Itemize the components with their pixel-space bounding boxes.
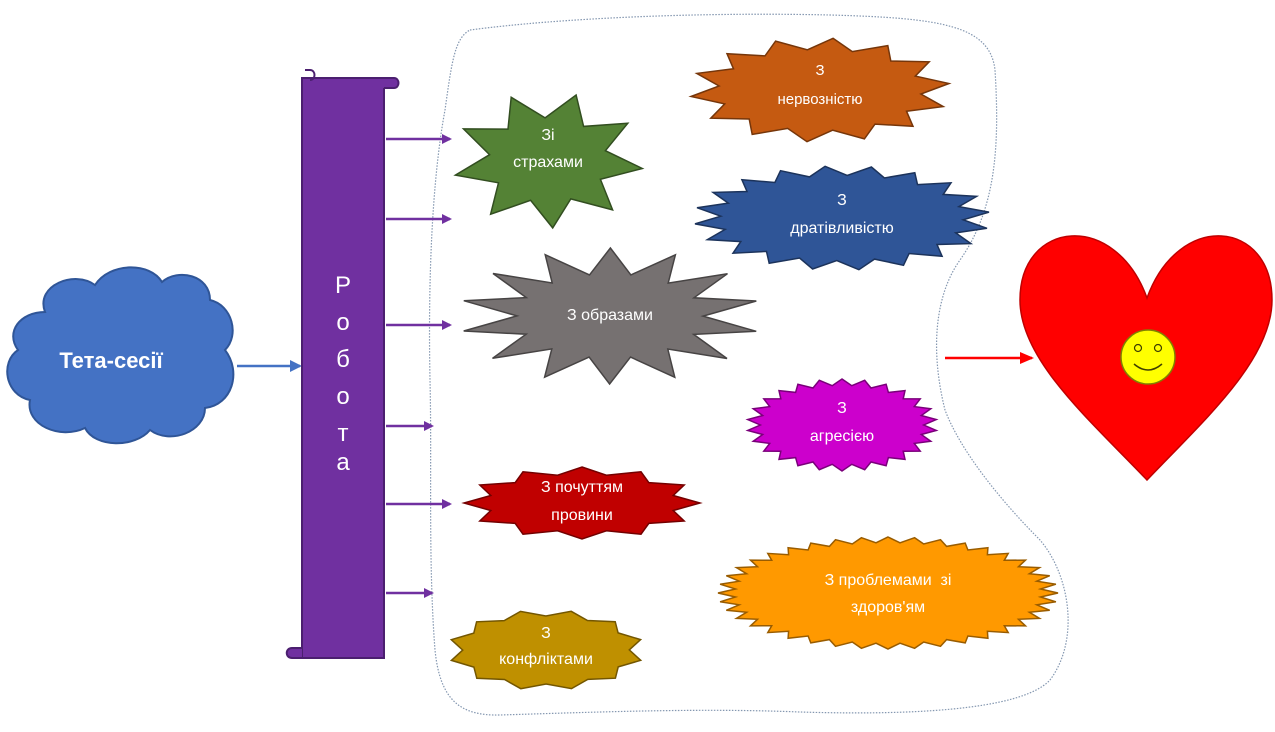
issue-label-line: З [837, 192, 847, 209]
issue-label-line: провини [551, 507, 613, 524]
issue-badge-guilt: З почуттям провини [461, 466, 703, 540]
issue-label-line: З [541, 625, 551, 642]
issue-label-line: здоров'ям [851, 599, 925, 616]
smiley-icon [1120, 329, 1176, 385]
issue-label-line: нервозністю [777, 91, 862, 108]
theta-sessions-cloud: Тета-сесії [6, 266, 235, 445]
starburst-shape [463, 246, 757, 386]
issue-label-line: страхами [513, 154, 583, 171]
starburst-shape [745, 378, 939, 472]
issue-badge-health: З проблемами зі здоров'ям [717, 536, 1059, 650]
scroll-letter: Р [335, 272, 351, 299]
issue-label-line: З почуттям [541, 479, 623, 496]
scroll-letter: о [336, 383, 349, 410]
issue-label-line: конфліктами [499, 651, 593, 668]
starburst-shape [449, 610, 643, 690]
work-scroll: Р о б о т а [285, 69, 400, 659]
issue-label-line: З [815, 62, 824, 79]
issue-label-line: дратівливістю [790, 220, 893, 237]
starburst-shape [694, 165, 990, 271]
starburst-shape [461, 466, 703, 540]
starburst-shape [453, 93, 645, 230]
issue-badge-images: З образами [463, 246, 757, 386]
scroll-letter: б [336, 346, 350, 373]
issue-label-line: Зі [541, 127, 554, 144]
scroll-letter: о [336, 309, 349, 336]
issue-label-line: З образами [567, 307, 653, 324]
starburst-shape [717, 536, 1059, 650]
starburst-shape [688, 37, 952, 143]
theta-sessions-label: Тета-сесії [59, 348, 163, 373]
issues-region-outline [428, 13, 1069, 716]
scroll-letter: а [336, 449, 350, 476]
issue-badge-fears: Зі страхами [453, 93, 645, 230]
scroll-letter: т [338, 420, 349, 447]
issue-label-line: З [837, 400, 847, 417]
issue-label-line: агресією [810, 428, 874, 445]
issue-label-line: З проблемами зі [825, 572, 952, 589]
